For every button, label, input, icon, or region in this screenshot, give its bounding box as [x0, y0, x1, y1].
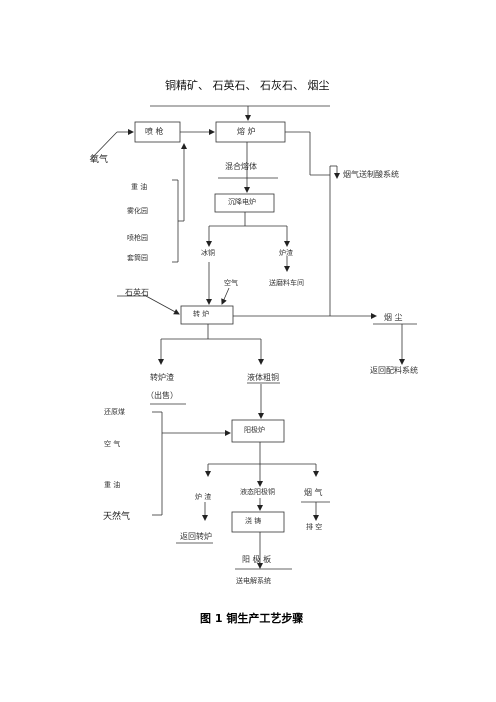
return-batching-label: 返回配料系统 [370, 366, 418, 375]
casting-unit: 浇 铸 [245, 517, 262, 525]
matte-label: 冰铜 [201, 249, 215, 257]
heavy-oil-label: 重 油 [131, 183, 148, 191]
mixed-melt-label: 混合熔体 [225, 162, 257, 171]
spray-gun-label-2: 喷枪园 [127, 234, 148, 242]
furnace-slag-label: 炉 渣 [195, 493, 212, 501]
oxygen-label: 氧气 [90, 155, 109, 165]
flue-gas-label: 烟 气 [304, 488, 323, 497]
slag-label: 炉渣 [279, 249, 293, 257]
converter-slag-label: 转炉渣 [150, 373, 174, 382]
anode-furnace-unit: 阳极炉 [244, 426, 265, 434]
liquid-anode-label: 液态阳极铜 [240, 488, 275, 496]
reductant-label: 还原煤 [104, 408, 125, 416]
sold-label: （出售） [146, 391, 178, 400]
nozzle-unit: 喷 枪 [145, 127, 164, 136]
to-electrolysis-label: 送电解系统 [236, 577, 271, 585]
dust-label: 烟 尘 [384, 313, 403, 322]
blister-copper-label: 液体粗铜 [247, 373, 279, 382]
heavy-oil-label-2: 重 油 [104, 481, 121, 489]
air-label-1: 空气 [224, 279, 238, 287]
offgas-to-acid-label: 烟气送制酸系统 [343, 170, 399, 179]
to-slag-mill-label: 送磨料车间 [269, 279, 304, 287]
air-label-2: 空 气 [104, 440, 121, 448]
return-converter-label: 返回转炉 [180, 532, 212, 541]
smelting-furnace-unit: 熔 炉 [237, 127, 256, 136]
quartz-label: 石英石 [125, 288, 149, 297]
feed-materials-label: 铜精矿、 石英石、 石灰石、 烟尘 [165, 79, 330, 92]
figure-caption: 图 1 铜生产工艺步骤 [200, 612, 304, 625]
natural-gas-label: 天然气 [103, 512, 131, 522]
spray-gun-label-1: 雾化园 [127, 207, 148, 215]
anode-plate-label: 阳 极 板 [242, 555, 272, 564]
settling-furnace-unit: 沉降电炉 [228, 198, 256, 206]
to-atmosphere-label: 排 空 [306, 523, 323, 531]
converter-unit: 转 炉 [193, 310, 210, 318]
spray-gun-label-3: 套筒园 [127, 254, 148, 262]
